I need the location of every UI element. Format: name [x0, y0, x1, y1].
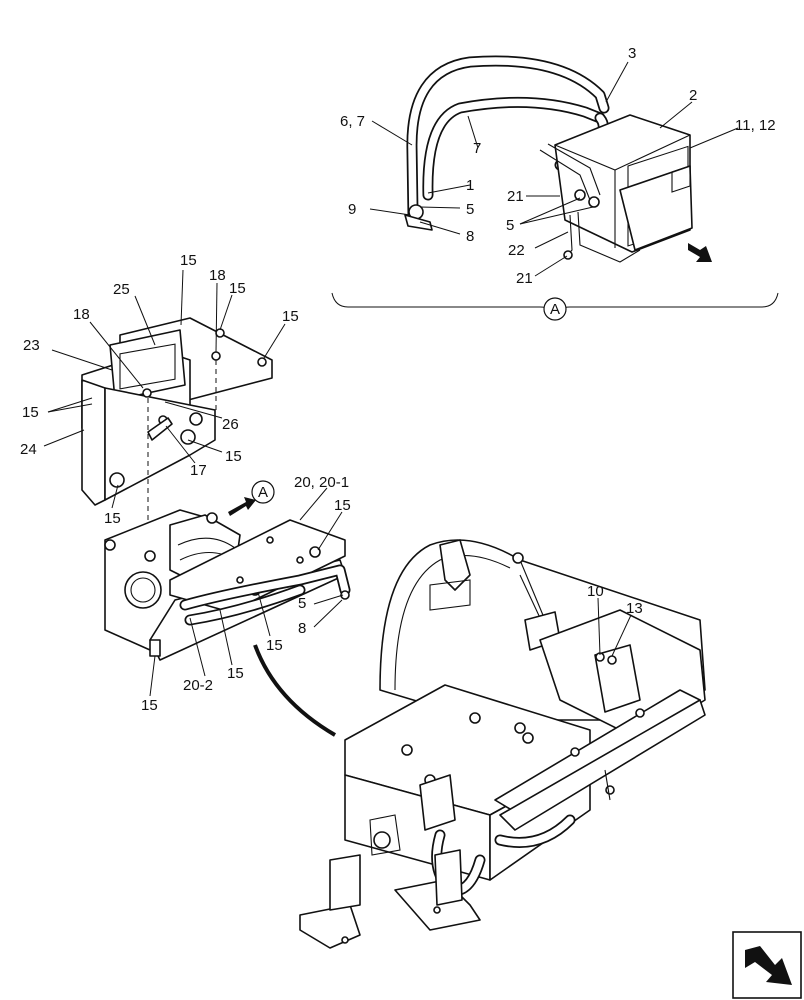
mounting-plate — [169, 519, 346, 613]
callout-20-2: 20-2 — [183, 677, 213, 694]
callout-26: 26 — [222, 416, 239, 433]
callout-15-d: 15 — [22, 404, 39, 421]
callout-1: 1 — [466, 177, 474, 194]
callout-9: 9 — [348, 201, 356, 218]
callout-10: 10 — [587, 583, 604, 600]
detail-a-assembly — [404, 55, 712, 263]
detail-a-marker: A — [543, 297, 567, 321]
machine-frame — [299, 539, 706, 949]
callout-18-b: 18 — [73, 306, 90, 323]
navigation-arrow-icon[interactable] — [732, 931, 802, 999]
callout-15-j: 15 — [141, 697, 158, 714]
callout-22: 22 — [508, 242, 525, 259]
callout-labels: 3 2 11, 12 6, 7 7 1 5 9 8 21 5 22 21 15 … — [20, 45, 776, 714]
callout-23: 23 — [23, 337, 40, 354]
callout-15-c: 15 — [282, 308, 299, 325]
callout-3: 3 — [628, 45, 636, 62]
callout-8-low: 8 — [298, 620, 306, 637]
callout-15-i: 15 — [227, 665, 244, 682]
blower-housing-assembly — [104, 509, 351, 661]
clip — [147, 417, 173, 441]
svg-text:A: A — [550, 301, 560, 318]
callout-17: 17 — [190, 462, 207, 479]
callout-5-top: 5 — [466, 201, 474, 218]
callout-7: 7 — [473, 140, 481, 157]
callout-13: 13 — [626, 600, 643, 617]
callout-21-lower: 21 — [516, 270, 533, 287]
callout-11-12: 11, 12 — [735, 117, 776, 134]
callout-15-e: 15 — [225, 448, 242, 465]
panel-frame — [109, 329, 186, 401]
direction-arrow-icon — [688, 243, 712, 262]
callout-15-h: 15 — [266, 637, 283, 654]
callout-2: 2 — [689, 87, 697, 104]
callout-5-low: 5 — [298, 595, 306, 612]
callout-25: 25 — [113, 281, 130, 298]
svg-text:A: A — [258, 484, 268, 501]
install-arrow — [253, 644, 337, 737]
callout-18-a: 18 — [209, 267, 226, 284]
callout-15-a: 15 — [180, 252, 197, 269]
callout-15-f: 15 — [104, 510, 121, 527]
cover-panel-assembly — [81, 317, 273, 555]
callout-20-20-1: 20, 20-1 — [294, 474, 349, 491]
callout-15-g: 15 — [334, 497, 351, 514]
callout-5-mid: 5 — [506, 217, 514, 234]
callout-21-upper: 21 — [507, 188, 524, 205]
view-a-pointer: A — [228, 480, 275, 516]
callout-15-b: 15 — [229, 280, 246, 297]
callout-8-top: 8 — [466, 228, 474, 245]
heater-core — [619, 165, 693, 251]
leader-lines — [43, 61, 739, 697]
callout-24: 24 — [20, 441, 37, 458]
callout-6-7: 6, 7 — [340, 113, 365, 130]
